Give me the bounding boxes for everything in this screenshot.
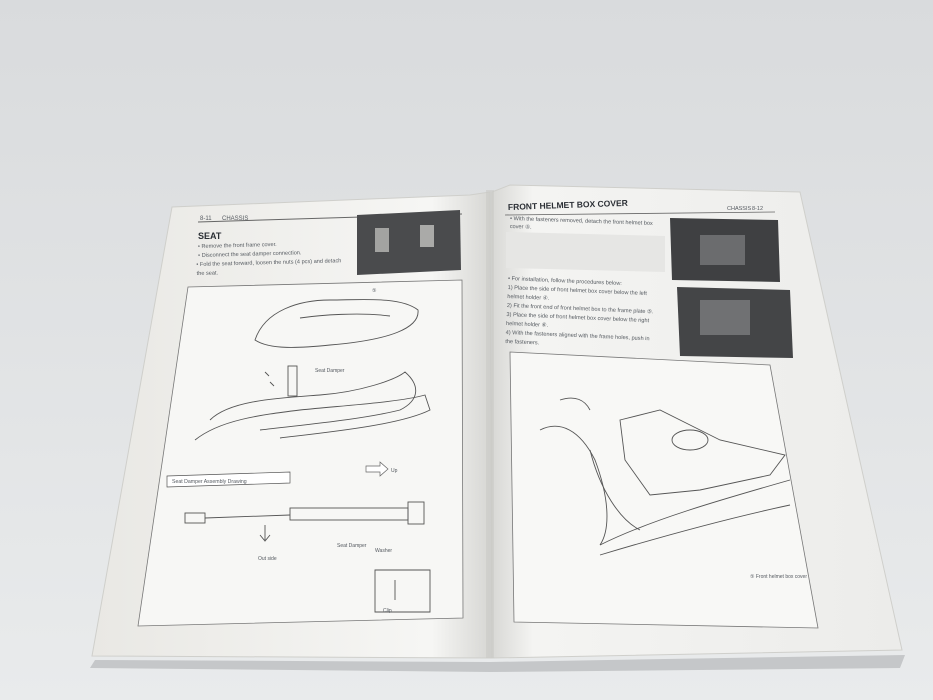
right-intro-2: cover ⑤. bbox=[510, 223, 532, 231]
right-page: FRONT HELMET BOX COVER CHASSIS 8-12 • Wi… bbox=[491, 184, 903, 659]
left-step-4: the seat. bbox=[197, 270, 219, 277]
book-spine bbox=[486, 190, 494, 658]
clip-label: Clip bbox=[383, 608, 392, 614]
helmet-box-drawing bbox=[539, 397, 791, 556]
left-page-number: 8-11 bbox=[200, 216, 212, 222]
shaded-block bbox=[506, 232, 665, 272]
left-page-title: SEAT bbox=[198, 231, 222, 241]
right-step-1: • For installation, follow the procedure… bbox=[508, 276, 622, 287]
left-section-label: CHASSIS bbox=[222, 216, 248, 222]
helmet-box-diagram-frame bbox=[509, 351, 819, 629]
up-arrow-icon bbox=[365, 461, 389, 477]
right-page-number: 8-12 bbox=[752, 206, 763, 212]
up-label: Up bbox=[391, 468, 398, 474]
seat-callout: ⑤ bbox=[372, 288, 377, 294]
seat-damper-drawing bbox=[184, 501, 431, 613]
seat-drawing bbox=[194, 299, 431, 441]
right-intro-1: • With the fasteners removed, detach the… bbox=[510, 216, 653, 227]
left-step-1: • Remove the front frame cover. bbox=[198, 242, 277, 250]
seat-diagram-frame bbox=[137, 279, 464, 627]
left-step-2: • Disconnect the seat damper connection. bbox=[198, 250, 302, 259]
right-section-label: CHASSIS bbox=[727, 206, 751, 212]
out-side-label: Out side bbox=[258, 556, 277, 562]
right-step-3: helmet holder ④. bbox=[507, 293, 550, 302]
seat-damper-label-top: Seat Damper bbox=[315, 368, 345, 374]
seat-photo bbox=[357, 210, 461, 275]
figure-caption: ⑤ Front helmet box cover bbox=[750, 574, 807, 580]
right-page-title: FRONT HELMET BOX COVER bbox=[508, 198, 628, 212]
right-step-6: helmet holder ⑥. bbox=[506, 320, 549, 329]
seat-damper-label: Seat Damper bbox=[337, 543, 367, 549]
book-shadow bbox=[90, 655, 905, 672]
drawing-title: Seat Damper Assembly Drawing bbox=[172, 479, 247, 485]
left-step-3: • Fold the seat forward, loosen the nuts… bbox=[196, 258, 341, 268]
right-step-8: the fasteners. bbox=[505, 339, 540, 346]
left-page: 8-11 CHASSIS SEAT • Remove the front fra… bbox=[91, 191, 493, 659]
washer-label: Washer bbox=[375, 548, 392, 554]
